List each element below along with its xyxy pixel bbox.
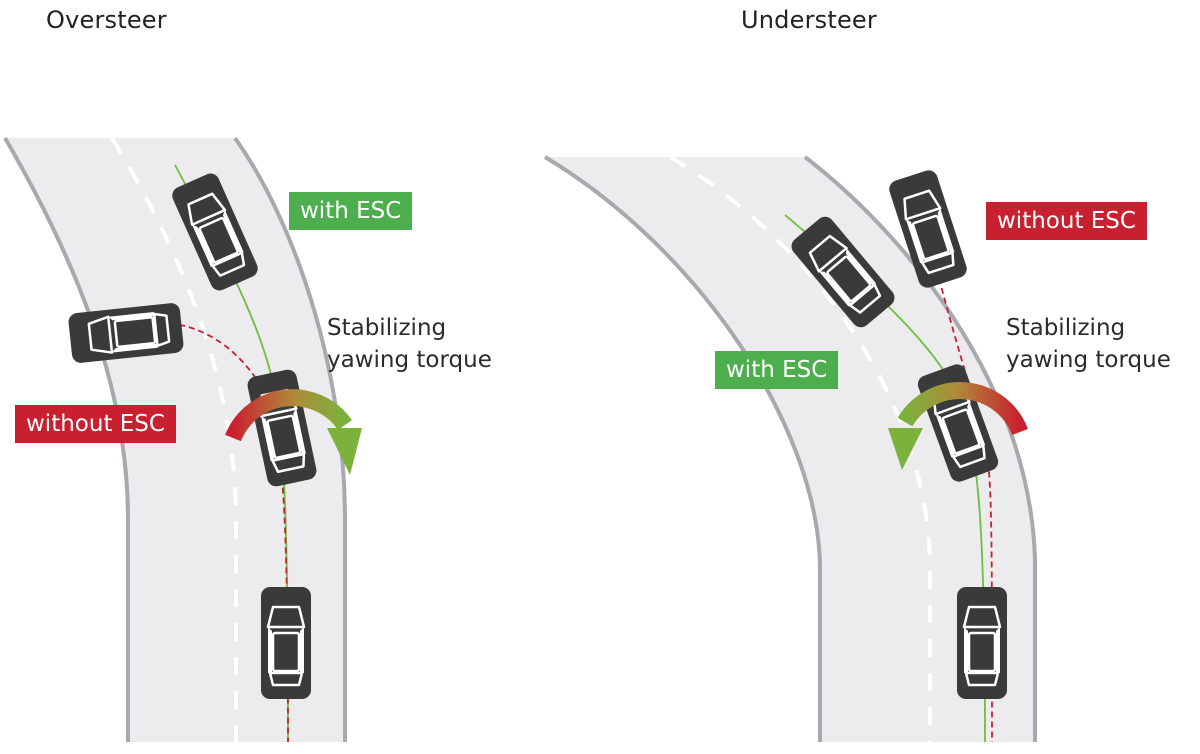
oversteer-car-bottom: [259, 585, 313, 701]
understeer-path-without-esc: [924, 219, 993, 743]
understeer-without-esc-label: without ESC: [986, 202, 1147, 240]
understeer-torque-arrow: [888, 382, 1028, 470]
understeer-torque-line1: Stabilizing: [1006, 315, 1126, 341]
oversteer-path-without-esc: [119, 321, 289, 743]
understeer-torque-line2: yawing torque: [1006, 347, 1171, 373]
oversteer-torque-line1: Stabilizing: [327, 315, 447, 341]
oversteer-lane-divider: [110, 136, 238, 742]
understeer-car-bottom: [955, 585, 1009, 701]
oversteer-torque-arrow: [225, 389, 362, 475]
understeer-panel: [543, 155, 1037, 743]
oversteer-without-esc-label: without ESC: [15, 405, 176, 443]
understeer-lane-divider: [668, 155, 932, 742]
understeer-road: [545, 157, 1035, 742]
oversteer-title: Oversteer: [46, 6, 167, 34]
oversteer-road-edge-right: [233, 136, 347, 742]
oversteer-torque-line2: yawing torque: [327, 347, 492, 373]
oversteer-with-esc-label: with ESC: [289, 192, 413, 230]
understeer-road-edge-right: [803, 155, 1037, 742]
oversteer-torque-label: Stabilizing yawing torque: [327, 312, 492, 376]
understeer-title: Understeer: [741, 6, 877, 34]
understeer-torque-label: Stabilizing yawing torque: [1006, 312, 1171, 376]
understeer-with-esc-label: with ESC: [715, 351, 839, 389]
